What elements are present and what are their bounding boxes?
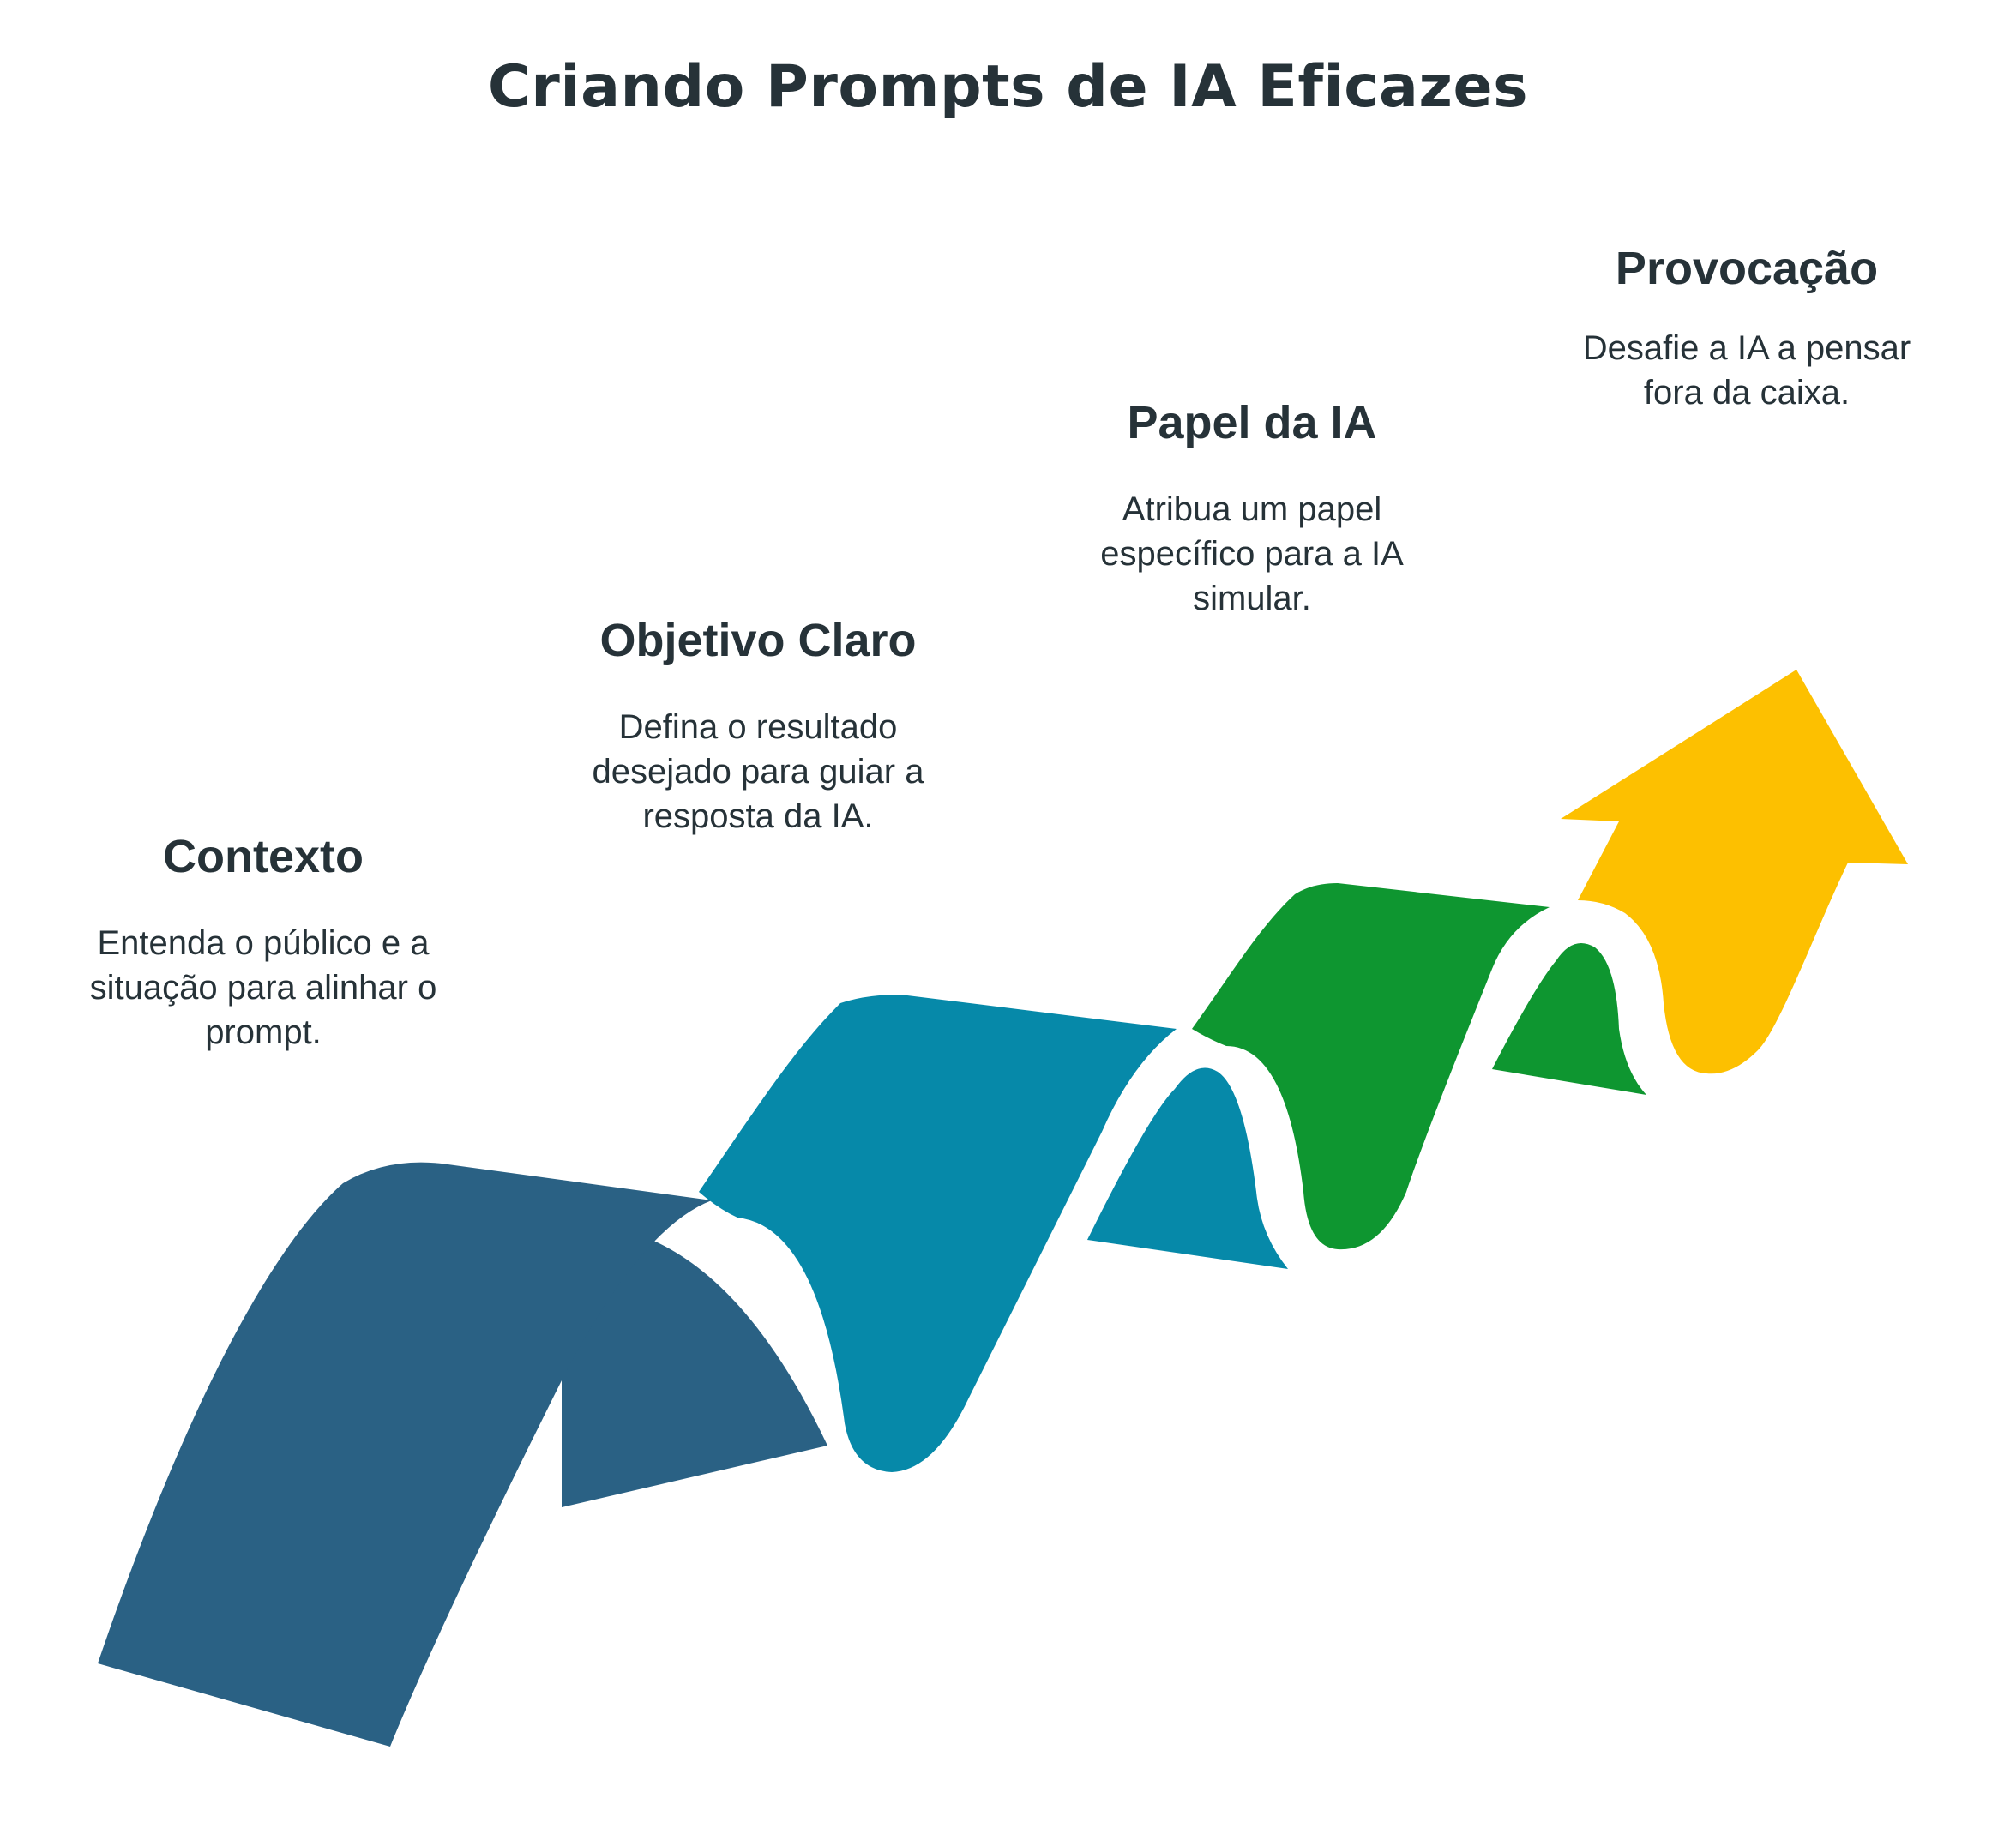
- step-description-line: situação para alinhar o: [89, 969, 437, 1007]
- ribbon-segment-contexto: [98, 1162, 827, 1747]
- ribbon-arrow-provocacao: [1561, 670, 1908, 1074]
- step-description-line: Atribua um papel: [1122, 490, 1382, 528]
- step-description-line: resposta da IA.: [642, 797, 874, 835]
- step-heading: Provocação: [1615, 243, 1879, 294]
- step-description: Defina o resultado desejado para guiar a…: [518, 705, 998, 839]
- ribbon-fold-papel: [1492, 943, 1646, 1095]
- ribbon-segment-provocacao: [1561, 670, 1908, 1074]
- step-description: Desafie a IA a pensar fora da caixa.: [1507, 326, 1987, 415]
- step-description-line: Entenda o público e a: [97, 924, 430, 962]
- step-heading: Contexto: [163, 831, 364, 882]
- step-description-line: desejado para guiar a: [592, 753, 924, 791]
- ribbon-band-papel: [1192, 883, 1550, 1250]
- ribbon-band-objetivo: [699, 995, 1177, 1472]
- step-description: Entenda o público e a situação para alin…: [23, 921, 503, 1055]
- ribbon-segment-objetivo: [699, 995, 1288, 1472]
- step-description-line: Desafie a IA a pensar: [1582, 329, 1911, 367]
- page-title: Criando Prompts de IA Eficazes: [487, 53, 1529, 121]
- step-heading: Objetivo Claro: [599, 615, 917, 666]
- step-contexto: Contexto Entenda o público e a situação …: [23, 830, 503, 1055]
- step-description-line: fora da caixa.: [1643, 374, 1851, 412]
- ribbon-fold-objetivo: [1087, 1067, 1288, 1269]
- ribbon-band-contexto: [98, 1162, 712, 1747]
- ribbon-segment-papel: [1192, 883, 1646, 1250]
- step-heading: Papel da IA: [1127, 397, 1377, 448]
- step-description-line: Defina o resultado: [618, 708, 898, 746]
- step-papel-da-ia: Papel da IA Atribua um papel específico …: [1012, 396, 1492, 621]
- step-provocacao: Provocação Desafie a IA a pensar fora da…: [1507, 242, 1987, 415]
- step-description-line: simular.: [1193, 580, 1311, 617]
- step-description-line: prompt.: [205, 1013, 322, 1051]
- step-description-line: específico para a IA: [1100, 535, 1404, 573]
- ribbon-fold-contexto: [562, 1231, 827, 1507]
- step-description: Atribua um papel específico para a IA si…: [1012, 487, 1492, 621]
- step-objetivo-claro: Objetivo Claro Defina o resultado deseja…: [518, 614, 998, 839]
